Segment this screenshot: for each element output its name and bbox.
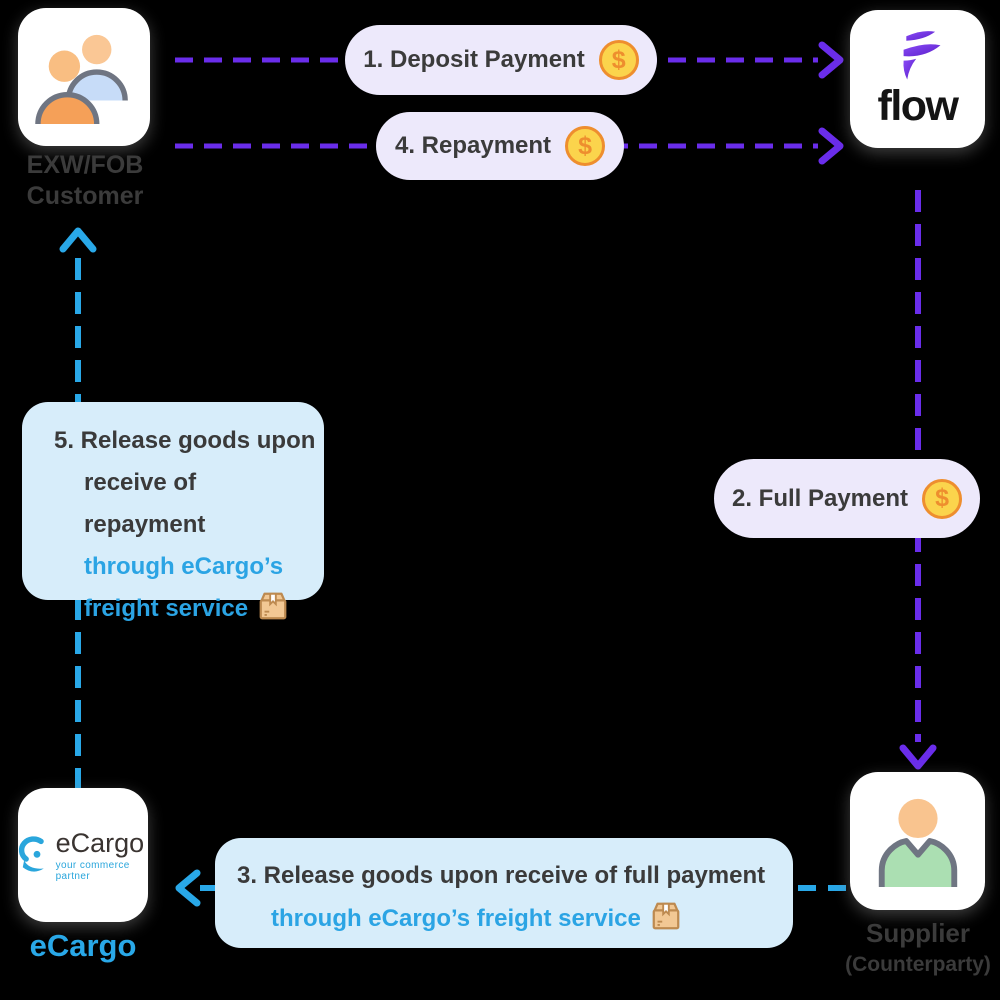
- release-repayment-line4: freight service: [84, 588, 324, 630]
- dollar-coin-icon: $: [565, 126, 606, 166]
- release-full-payment-line1: 3. Release goods upon receive of full pa…: [237, 862, 766, 889]
- supplier-card: [850, 772, 985, 910]
- dollar-coin-icon: $: [922, 478, 963, 519]
- supplier-label-line1: Supplier: [865, 918, 970, 948]
- customer-card: [18, 8, 150, 146]
- ecargo-mark-icon: [18, 836, 44, 872]
- step-pill-repayment: 4. Repayment $: [376, 112, 624, 180]
- dollar-coin-icon: $: [598, 40, 639, 80]
- flow-wordmark: flow: [877, 81, 959, 130]
- ecargo-caption: eCargo: [29, 928, 137, 963]
- supplier-label-line2: (Counterparty): [845, 953, 991, 976]
- release-full-payment-line2: through eCargo’s freight service: [271, 897, 793, 940]
- repayment-label: 4. Repayment: [394, 132, 552, 159]
- flow-card: flow: [850, 10, 985, 148]
- supplier-label: Supplier (Counterparty): [824, 918, 1000, 980]
- customer-label-line1: EXW/FOB: [26, 151, 144, 179]
- package-icon: [652, 902, 680, 930]
- arrow-release-goods-repayment: [59, 227, 97, 790]
- full-payment-label: 2. Full Payment: [731, 484, 909, 512]
- deposit-payment-label: 1. Deposit Payment: [363, 46, 585, 73]
- box-release-goods-repayment: 5. Release goods upon receive of repayme…: [22, 402, 324, 622]
- box-release-goods-full-payment: 3. Release goods upon receive of full pa…: [215, 838, 793, 948]
- ecargo-card: eCargo your commerce partner: [18, 788, 148, 922]
- flow-logo-icon: [902, 30, 940, 79]
- customer-label-line2: Customer: [26, 182, 144, 210]
- ecargo-logo: eCargo your commerce partner: [16, 828, 151, 882]
- ecargo-tagline: your commerce partner: [55, 860, 130, 882]
- ecargo-brand: eCargo: [55, 828, 145, 858]
- release-repayment-line1: 5. Release goods upon: [54, 427, 316, 454]
- package-icon: [259, 592, 287, 620]
- people-icon: [35, 34, 128, 125]
- step-pill-full-payment: 2. Full Payment $: [714, 459, 980, 538]
- release-repayment-line3: through eCargo’s: [84, 553, 284, 580]
- person-icon: [878, 798, 957, 888]
- release-repayment-line2: receive of repayment: [84, 469, 206, 538]
- customer-label: EXW/FOB Customer: [6, 150, 164, 212]
- step-pill-deposit-payment: 1. Deposit Payment $: [345, 25, 657, 95]
